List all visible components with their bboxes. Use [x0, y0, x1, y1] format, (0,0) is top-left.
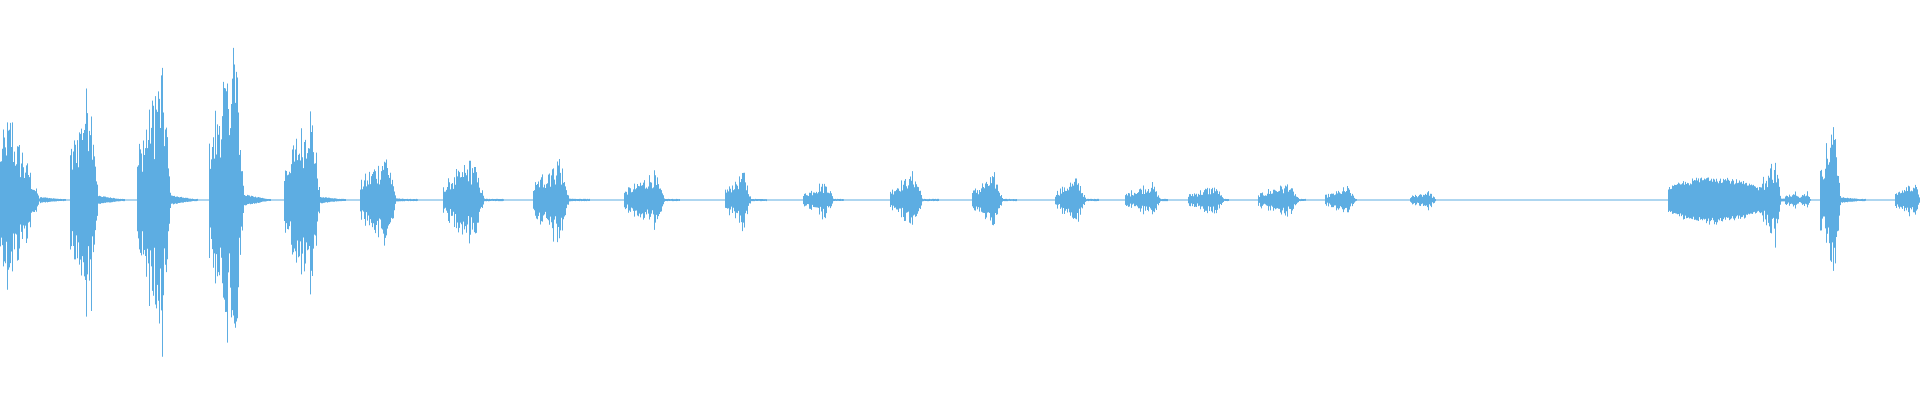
waveform-bars — [0, 47, 1920, 357]
